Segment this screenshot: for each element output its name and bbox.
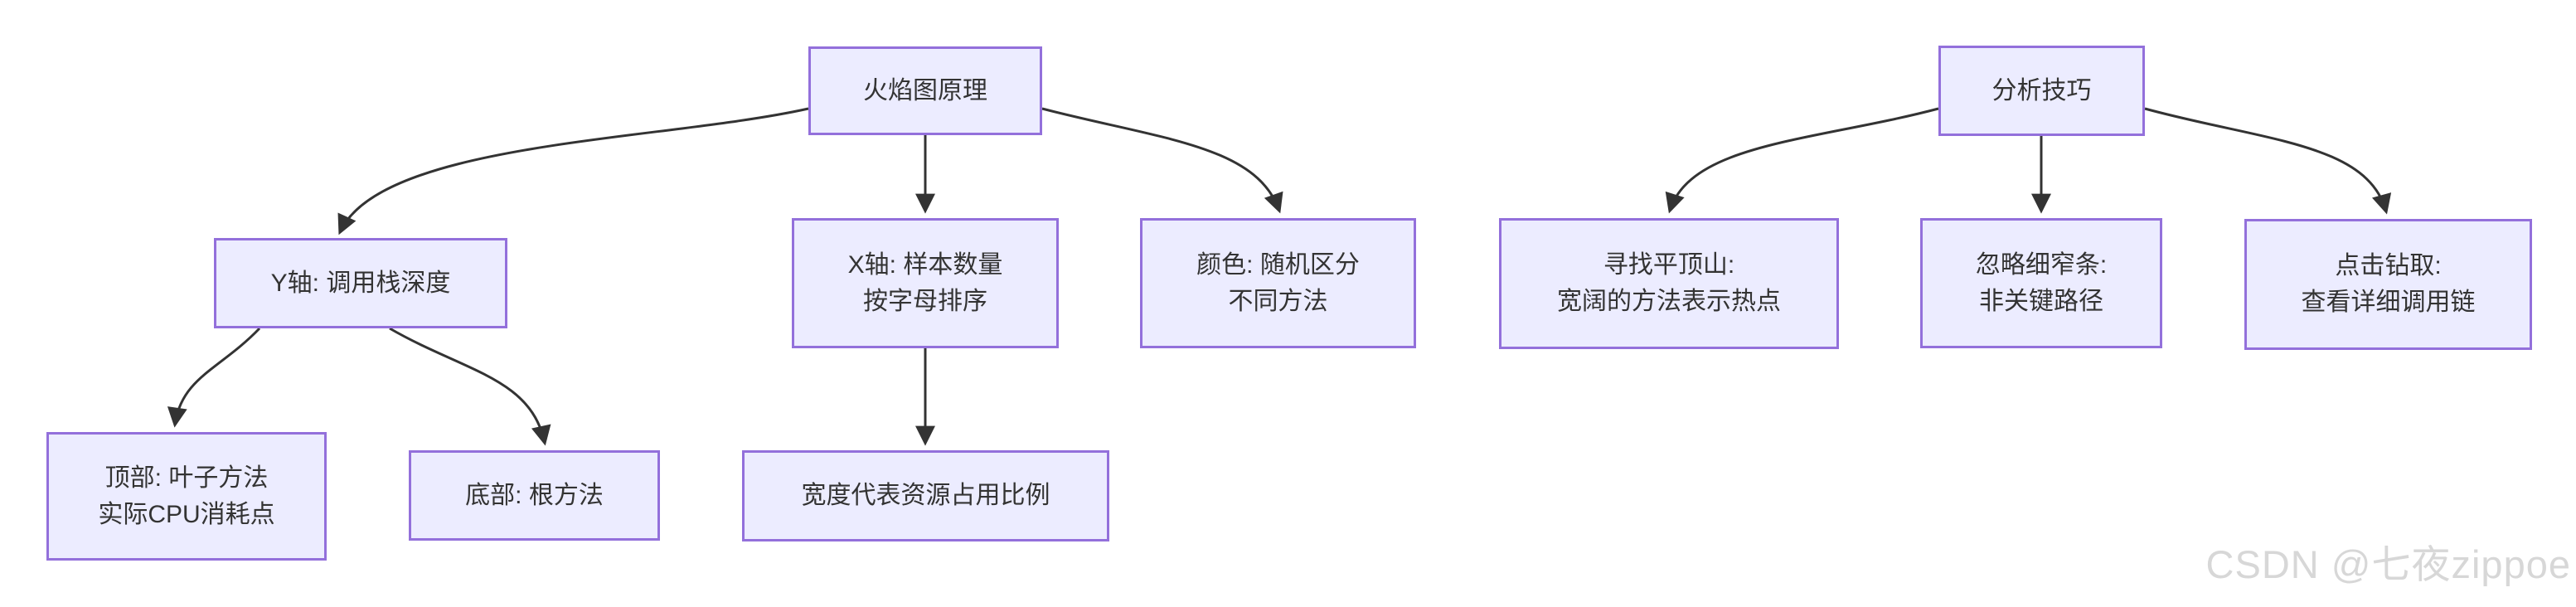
node-color-random-distinction: 颜色: 随机区分 不同方法 bbox=[1140, 218, 1416, 348]
node-ignore-narrow-bars: 忽略细窄条: 非关键路径 bbox=[1920, 218, 2162, 348]
node-label-line1: 顶部: 叶子方法 bbox=[104, 464, 269, 492]
edge-flame-to-yaxis bbox=[337, 107, 809, 236]
edge-analysis-to-drill bbox=[2144, 107, 2392, 215]
node-label-line2: 非关键路径 bbox=[1979, 287, 2103, 315]
edge-flame-to-color bbox=[1041, 107, 1283, 214]
node-label-line2: 按字母排序 bbox=[863, 287, 987, 315]
node-label-line1: 寻找平顶山: bbox=[1603, 251, 1735, 279]
node-flame-graph-principles: 火焰图原理 bbox=[808, 46, 1042, 135]
node-bottom-root-methods: 底部: 根方法 bbox=[409, 450, 660, 541]
csdn-watermark: CSDN @七夜zippoe bbox=[2205, 542, 2571, 586]
node-label-line2: 实际CPU消耗点 bbox=[98, 500, 275, 528]
node-label: 分析技巧 bbox=[1991, 76, 2092, 104]
node-label-line2: 不同方法 bbox=[1228, 287, 1328, 315]
node-label-line2: 查看详细调用链 bbox=[2301, 289, 2476, 316]
node-label: 宽度代表资源占用比例 bbox=[801, 482, 1050, 509]
node-top-leaf-methods: 顶部: 叶子方法 实际CPU消耗点 bbox=[46, 432, 327, 561]
node-y-axis-stack-depth: Y轴: 调用栈深度 bbox=[214, 238, 507, 328]
node-label-line1: X轴: 样本数量 bbox=[847, 250, 1003, 279]
node-label-line1: 颜色: 随机区分 bbox=[1196, 250, 1360, 279]
node-label-line2: 宽阔的方法表示热点 bbox=[1557, 288, 1781, 315]
edge-yaxis-to-top bbox=[167, 327, 261, 428]
edge-yaxis-to-bottom bbox=[389, 327, 551, 446]
node-label: 火焰图原理 bbox=[863, 76, 987, 104]
node-analysis-techniques: 分析技巧 bbox=[1938, 46, 2145, 136]
edge-analysis-to-plateau bbox=[1665, 107, 1939, 214]
node-label: 底部: 根方法 bbox=[465, 481, 604, 509]
node-click-drilldown: 点击钻取: 查看详细调用链 bbox=[2244, 219, 2532, 350]
node-label: Y轴: 调用栈深度 bbox=[270, 269, 451, 297]
node-label-line1: 忽略细窄条: bbox=[1975, 250, 2108, 279]
node-width-resource-ratio: 宽度代表资源占用比例 bbox=[742, 450, 1109, 541]
node-x-axis-sample-count: X轴: 样本数量 按字母排序 bbox=[792, 218, 1059, 348]
node-find-plateaus: 寻找平顶山: 宽阔的方法表示热点 bbox=[1499, 218, 1839, 349]
node-label-line1: 点击钻取: bbox=[2335, 252, 2442, 279]
